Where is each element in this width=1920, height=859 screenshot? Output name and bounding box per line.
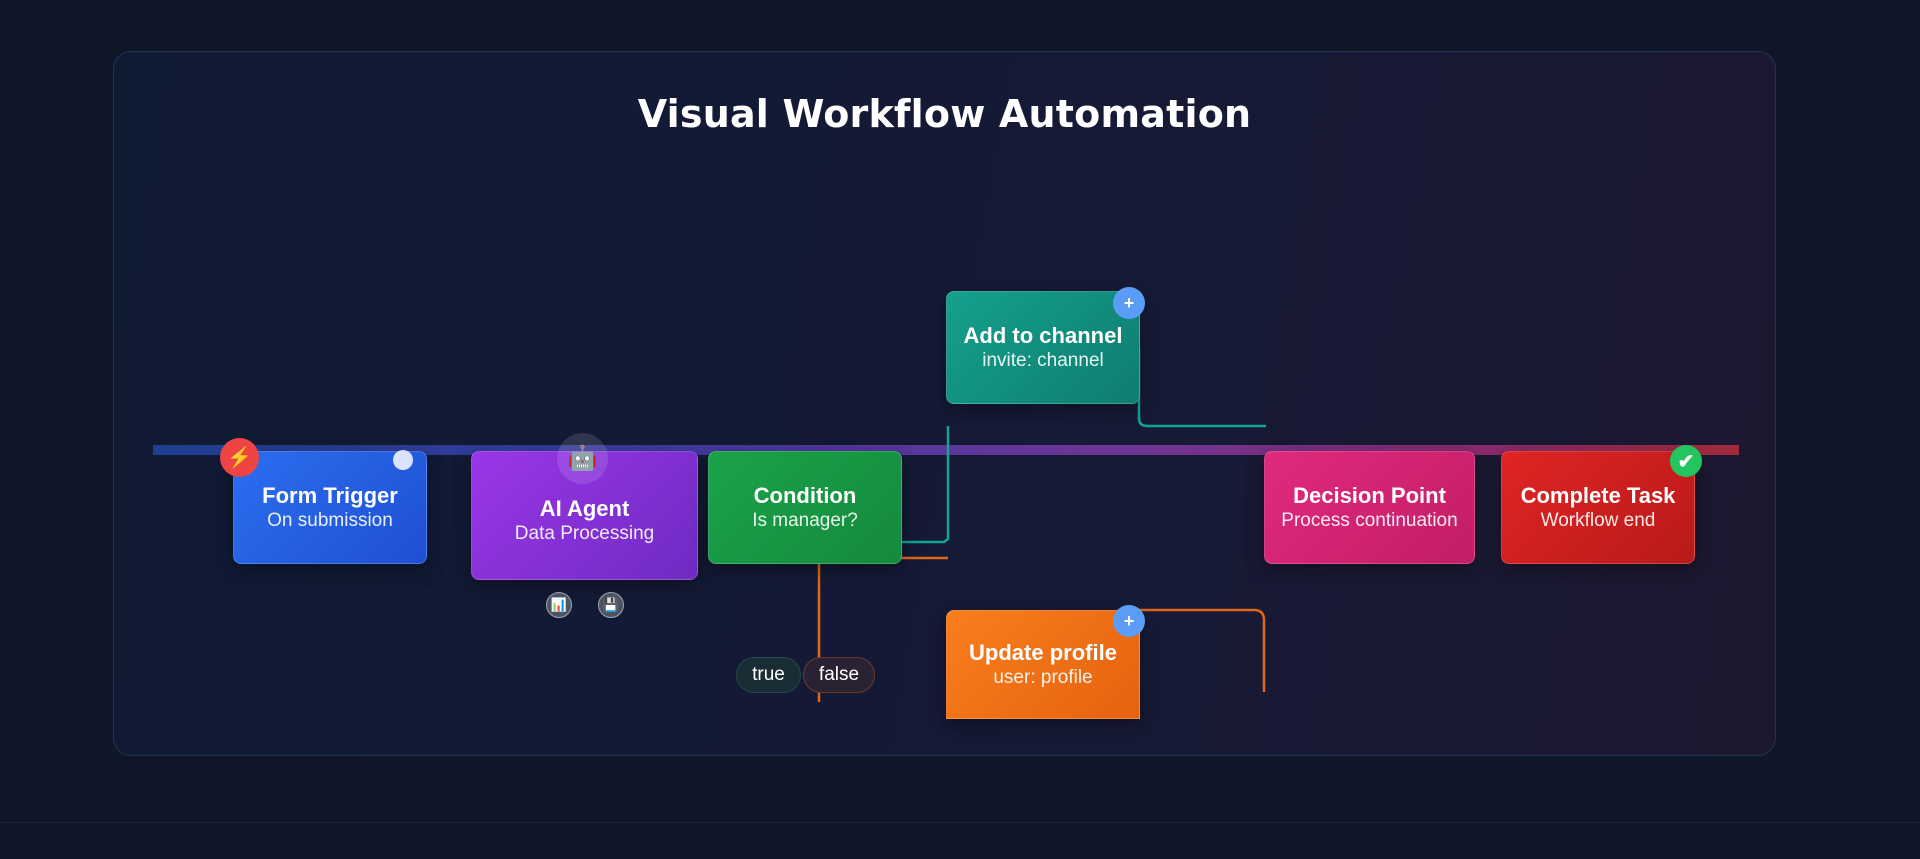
node-title: Condition [753,483,857,508]
ai-agent-node[interactable]: AI Agent Data Processing [471,451,698,580]
save-tool-icon[interactable]: 💾 [598,592,624,618]
complete-task-node[interactable]: Complete Task Workflow end [1501,451,1695,564]
node-title: Form Trigger [262,483,398,508]
footer-divider [0,822,1920,823]
node-title: AI Agent [539,496,630,521]
lightning-icon: ⚡ [220,438,259,477]
node-subtitle: user: profile [993,667,1093,688]
node-subtitle: invite: channel [982,350,1104,371]
node-title: Update profile [969,640,1117,665]
node-title: Add to channel [963,323,1123,348]
node-subtitle: On submission [267,510,393,531]
node-title: Complete Task [1520,483,1676,508]
form-trigger-node[interactable]: Form Trigger On submission [233,451,427,564]
branch-false-label[interactable]: false [803,657,875,693]
condition-node[interactable]: Condition Is manager? [708,451,902,564]
node-subtitle: Process continuation [1281,510,1458,531]
robot-icon: 🤖 [557,433,608,484]
add-step-plus-icon[interactable]: + [1113,605,1145,637]
chart-tool-icon[interactable]: 📊 [546,592,572,618]
connector-lines [817,347,1266,702]
check-icon: ✔ [1670,445,1702,477]
decision-point-node[interactable]: Decision Point Process continuation [1264,451,1475,564]
add-step-plus-icon[interactable]: + [1113,287,1145,319]
branch-true-label[interactable]: true [736,657,801,693]
workflow-canvas: Visual Workflow Automation Form Trigger … [113,51,1776,756]
update-profile-node[interactable]: Update profile user: profile [946,610,1140,719]
add-to-channel-node[interactable]: Add to channel invite: channel [946,291,1140,404]
connector-update-to-decision [1139,608,1266,692]
output-port-handle[interactable] [393,450,413,470]
page-title: Visual Workflow Automation [637,92,1252,136]
node-subtitle: Workflow end [1540,510,1656,531]
connector-add-to-decision [1137,347,1266,428]
node-subtitle: Data Processing [514,523,655,544]
node-subtitle: Is manager? [752,510,858,531]
main-flow-line [153,445,1739,455]
node-title: Decision Point [1293,483,1446,508]
